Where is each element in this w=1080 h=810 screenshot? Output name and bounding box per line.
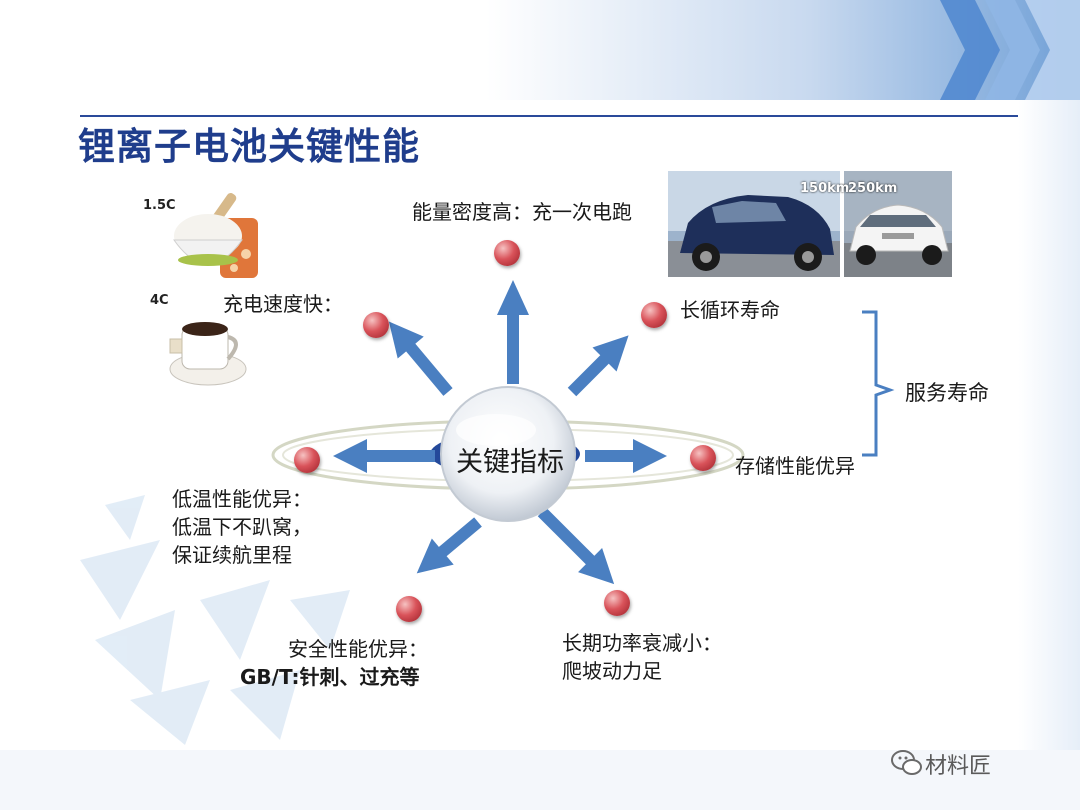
label-low-temp-line2: 低温下不趴窝， — [172, 515, 312, 539]
slide-title: 锂离子电池关键性能 — [78, 125, 420, 168]
watermark-text: 材料匠 — [925, 754, 992, 779]
hub-label: 关键指标 — [456, 447, 564, 478]
arrow-lower-right — [537, 507, 615, 585]
rice-rate-label: 1.5C — [143, 198, 176, 213]
arrow-upper-right — [567, 335, 629, 397]
car1-range-label: 150km — [800, 181, 850, 196]
label-low-temp-line3: 保证续航里程 — [172, 543, 292, 567]
label-safety-line2: GB/T:针刺、过充等 — [240, 665, 420, 689]
label-storage: 存储性能优异 — [735, 454, 855, 478]
node-energy-density — [494, 240, 520, 266]
rice-bowl-icon — [173, 193, 258, 278]
node-low-temp — [294, 447, 320, 473]
arrow-lower-left — [416, 517, 482, 574]
label-safety-line1: 安全性能优异： — [288, 637, 428, 661]
car-photo-sedan — [844, 171, 952, 277]
car2-range-label: 250km — [848, 181, 898, 196]
node-cycle-life — [641, 302, 667, 328]
arrow-left — [333, 439, 435, 473]
node-safety — [396, 596, 422, 622]
arrow-up — [497, 280, 529, 384]
label-fast-charge: 充电速度快： — [223, 292, 343, 316]
arrow-upper-left — [388, 321, 453, 396]
wechat-icon — [891, 750, 922, 775]
coffee-cup-icon — [169, 322, 247, 386]
coffee-rate-label: 4C — [150, 293, 169, 308]
arrows — [333, 280, 667, 585]
label-power-fade-line1: 长期功率衰减小： — [562, 631, 722, 655]
label-service-life: 服务寿命 — [905, 381, 989, 405]
car-photo-suv — [668, 171, 840, 277]
label-low-temp-line1: 低温性能优异： — [172, 487, 312, 511]
node-power-fade — [604, 590, 630, 616]
label-power-fade-line2: 爬坡动力足 — [562, 659, 662, 683]
label-energy-density: 能量密度高：充一次电跑 — [412, 200, 632, 224]
label-cycle-life: 长循环寿命 — [680, 298, 780, 322]
node-fast-charge — [363, 312, 389, 338]
arrow-right — [585, 439, 667, 473]
node-storage — [690, 445, 716, 471]
service-life-brace — [862, 310, 895, 457]
